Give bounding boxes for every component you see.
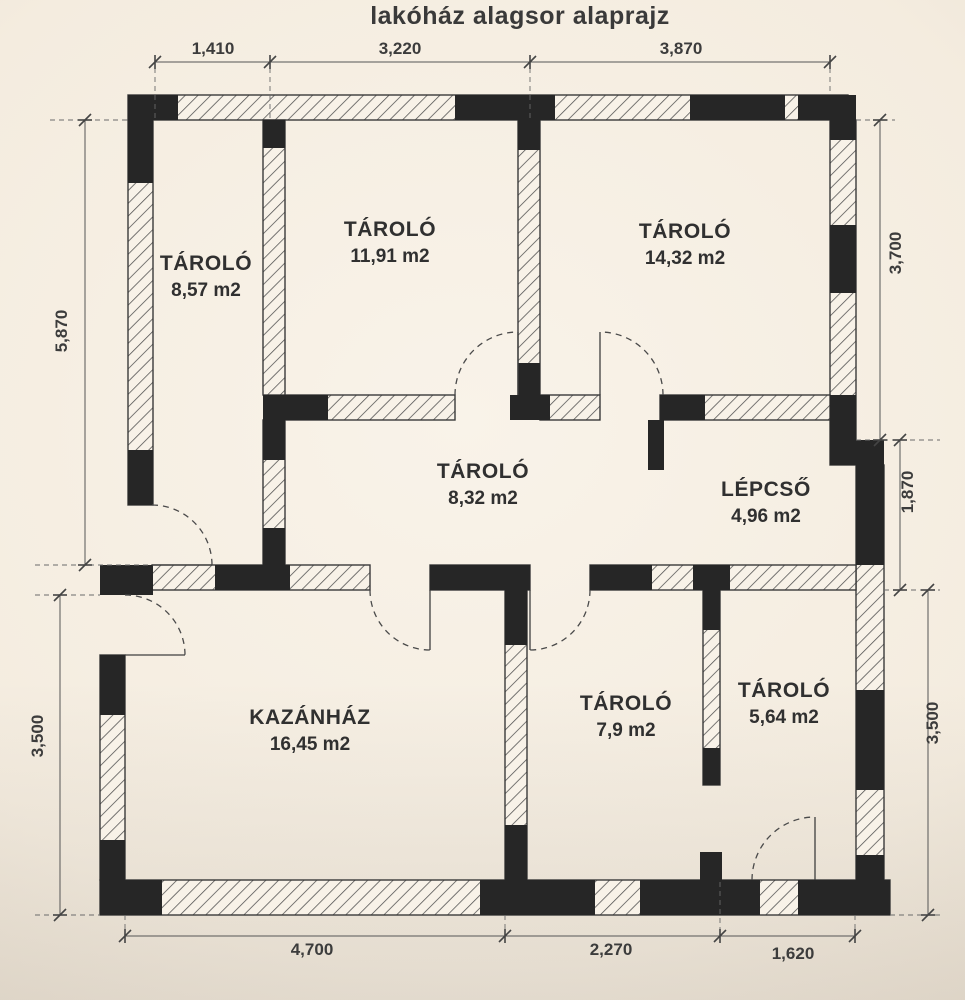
walls-solid <box>100 95 890 915</box>
room-name: TÁROLÓ <box>579 692 673 716</box>
dim-bottom-3: 1,620 <box>771 944 815 963</box>
room-label-kazanhaz: KAZÁNHÁZ 16,45 m2 <box>249 704 370 758</box>
room-area: 4,96 m2 <box>731 506 801 528</box>
dim-top-3: 3,870 <box>659 39 703 58</box>
dim-top-2: 3,220 <box>378 39 422 58</box>
dim-right-1: 3,700 <box>886 231 905 275</box>
room-label-tarolo-79: TÁROLÓ 7,9 m2 <box>580 690 672 744</box>
room-label-tarolo-1432: TÁROLÓ 14,32 m2 <box>639 218 731 272</box>
room-area: 5,64 m2 <box>749 707 819 729</box>
room-label-tarolo-857: TÁROLÓ 8,57 m2 <box>160 250 252 304</box>
room-name: KAZÁNHÁZ <box>249 706 371 730</box>
dim-left-2: 3,500 <box>28 714 47 758</box>
room-name: TÁROLÓ <box>638 220 732 244</box>
dim-bottom-1: 4,700 <box>290 940 334 959</box>
room-name: LÉPCSŐ <box>721 478 811 502</box>
room-area: 8,57 m2 <box>171 280 241 302</box>
dim-top-1: 1,410 <box>191 39 235 58</box>
room-name: TÁROLÓ <box>159 252 253 276</box>
dim-left-1: 5,870 <box>52 309 71 353</box>
room-label-tarolo-564: TÁROLÓ 5,64 m2 <box>738 677 830 731</box>
dim-right-3: 3,500 <box>923 701 942 745</box>
room-area: 14,32 m2 <box>644 248 726 270</box>
dim-right-2: 1,870 <box>898 470 917 514</box>
room-label-lepcso: LÉPCSŐ 4,96 m2 <box>721 476 811 530</box>
dim-bottom-2: 2,270 <box>589 940 633 959</box>
drawing-title: lakóház alagsor alaprajz <box>370 2 670 30</box>
room-name: TÁROLÓ <box>737 679 831 703</box>
room-label-tarolo-1191: TÁROLÓ 11,91 m2 <box>344 216 436 270</box>
room-area: 7,9 m2 <box>596 720 656 742</box>
room-label-tarolo-832: TÁROLÓ 8,32 m2 <box>437 458 529 512</box>
room-name: TÁROLÓ <box>343 218 437 242</box>
dimension-ticks <box>53 55 935 943</box>
room-area: 8,32 m2 <box>448 488 518 510</box>
room-area: 11,91 m2 <box>350 246 430 268</box>
dimension-lines <box>59 61 929 937</box>
door-leaves <box>125 332 816 880</box>
room-name: TÁROLÓ <box>436 460 530 484</box>
room-area: 16,45 m2 <box>269 734 351 756</box>
door-arcs <box>124 331 816 881</box>
